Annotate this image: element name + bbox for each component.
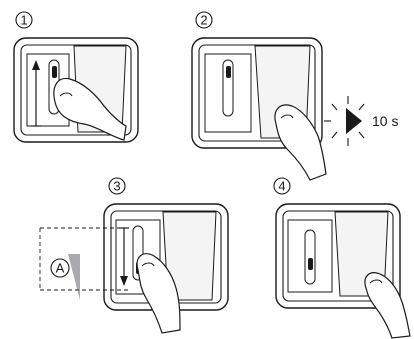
hand-icon — [364, 272, 411, 339]
step-number: 1 — [20, 13, 27, 28]
step-number: 3 — [113, 179, 120, 194]
double-arrow-up-icon — [31, 60, 41, 127]
step-2: 2 10 s — [191, 11, 398, 181]
dashed-guide-lines — [39, 227, 128, 291]
switch-device — [103, 203, 229, 311]
step-number: 4 — [278, 179, 285, 194]
step-3: 3 A — [39, 177, 229, 334]
tilt-angle-wedge — [68, 254, 80, 300]
step-number-badge: 1 — [15, 11, 33, 29]
switch-device — [191, 37, 323, 149]
hand-icon — [53, 77, 127, 141]
timer-icon — [324, 96, 365, 146]
hand-icon — [136, 253, 181, 334]
hand-icon — [274, 104, 327, 181]
step-number-badge: 4 — [273, 177, 291, 195]
step-number-badge: 2 — [195, 11, 213, 29]
step-number-badge: 3 — [108, 177, 126, 195]
step-1: 1 — [13, 11, 139, 143]
step-number: 2 — [200, 13, 207, 28]
marker-a-badge: A — [50, 258, 70, 278]
double-arrow-down-icon — [119, 227, 129, 286]
marker-label: A — [56, 261, 65, 276]
step-4: 4 — [273, 177, 411, 339]
duration-label: 10 s — [372, 113, 398, 129]
